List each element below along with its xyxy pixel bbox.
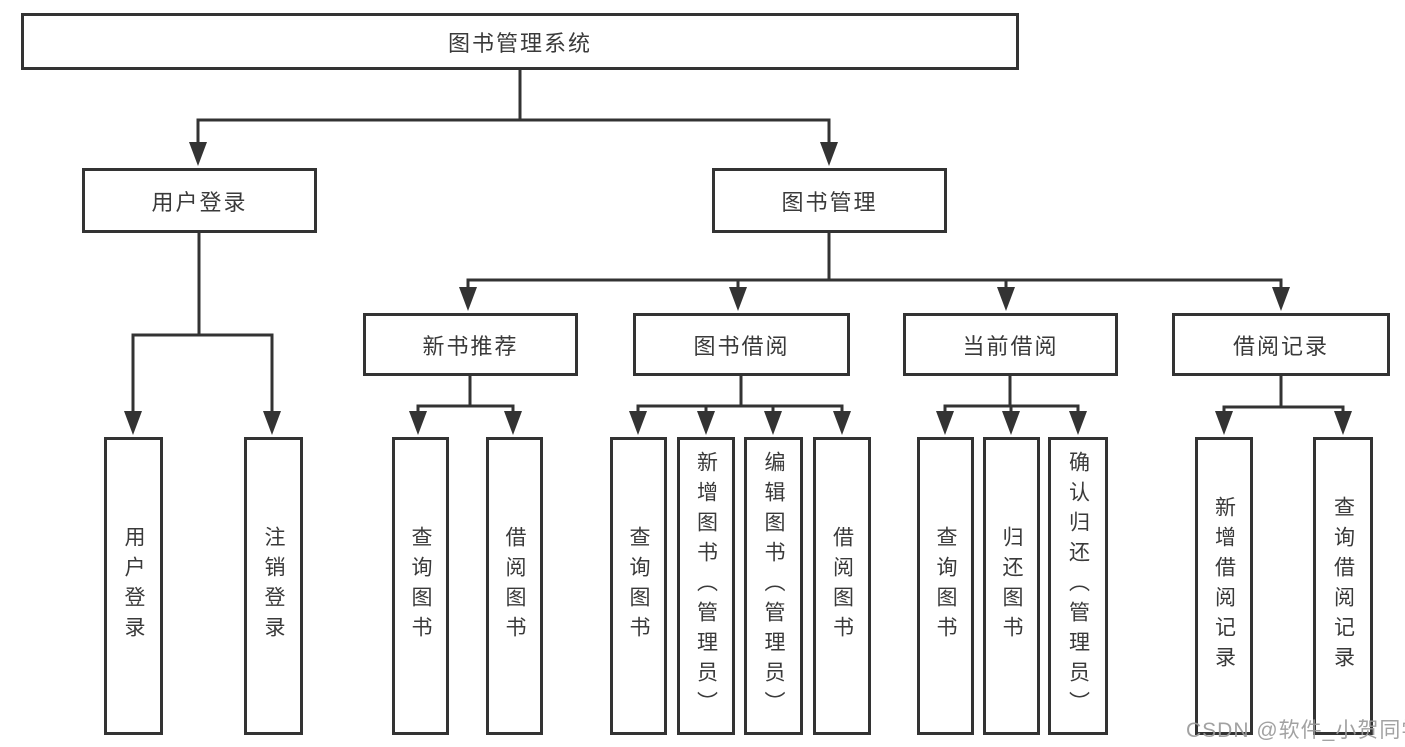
watermark: CSDN @软件_小贺同学: [1186, 719, 1405, 742]
leaf-borrow-books-recommend: 借阅图书: [486, 437, 543, 735]
node-label: 查询图书: [409, 526, 432, 646]
leaf-confirm-return-admin: 确认归还（管理员）: [1048, 437, 1108, 735]
node-label: 新增借阅记录: [1212, 496, 1236, 676]
node-label: 图书管理系统: [447, 30, 592, 56]
node-label: 查询图书: [627, 526, 650, 646]
leaf-query-books-current: 查询图书: [917, 437, 974, 735]
leaf-query-books-recommend: 查询图书: [392, 437, 449, 735]
leaf-borrow-books-borrowing: 借阅图书: [813, 437, 871, 735]
node-user-login: 用户登录: [82, 168, 317, 233]
node-label: 编辑图书（管理员）: [762, 451, 785, 721]
node-label: 用户登录: [122, 526, 145, 646]
leaf-return-books: 归还图书: [983, 437, 1040, 735]
node-book-management: 图书管理: [712, 168, 947, 233]
node-label: 当前借阅: [962, 333, 1059, 359]
node-borrowing-records: 借阅记录: [1172, 313, 1390, 376]
leaf-user-login: 用户登录: [104, 437, 163, 735]
leaf-add-books-admin: 新增图书（管理员）: [677, 437, 735, 735]
leaf-edit-books-admin: 编辑图书（管理员）: [744, 437, 803, 735]
node-label: 注销登录: [262, 526, 285, 646]
node-label: 查询借阅记录: [1331, 496, 1355, 676]
node-label: 确认归还（管理员）: [1066, 451, 1090, 721]
node-label: 归还图书: [1000, 526, 1023, 646]
node-label: 图书借阅: [693, 333, 790, 359]
node-label: 借阅图书: [830, 526, 854, 646]
node-book-borrowing: 图书借阅: [633, 313, 850, 376]
arrowheads: [124, 142, 1352, 435]
leaf-query-borrow-record: 查询借阅记录: [1313, 437, 1373, 735]
node-library-system: 图书管理系统: [21, 13, 1019, 70]
node-label: 用户登录: [151, 189, 248, 215]
node-new-book-recommend: 新书推荐: [363, 313, 578, 376]
node-label: 图书管理: [781, 189, 878, 215]
node-label: 查询图书: [934, 526, 957, 646]
node-current-borrowing: 当前借阅: [903, 313, 1118, 376]
node-label: 借阅图书: [503, 526, 526, 646]
leaf-logout: 注销登录: [244, 437, 303, 735]
node-label: 借阅记录: [1232, 333, 1329, 359]
node-label: 新书推荐: [422, 333, 519, 359]
leaf-add-borrow-record: 新增借阅记录: [1195, 437, 1253, 735]
leaf-query-books-borrowing: 查询图书: [610, 437, 667, 735]
node-label: 新增图书（管理员）: [694, 451, 718, 721]
